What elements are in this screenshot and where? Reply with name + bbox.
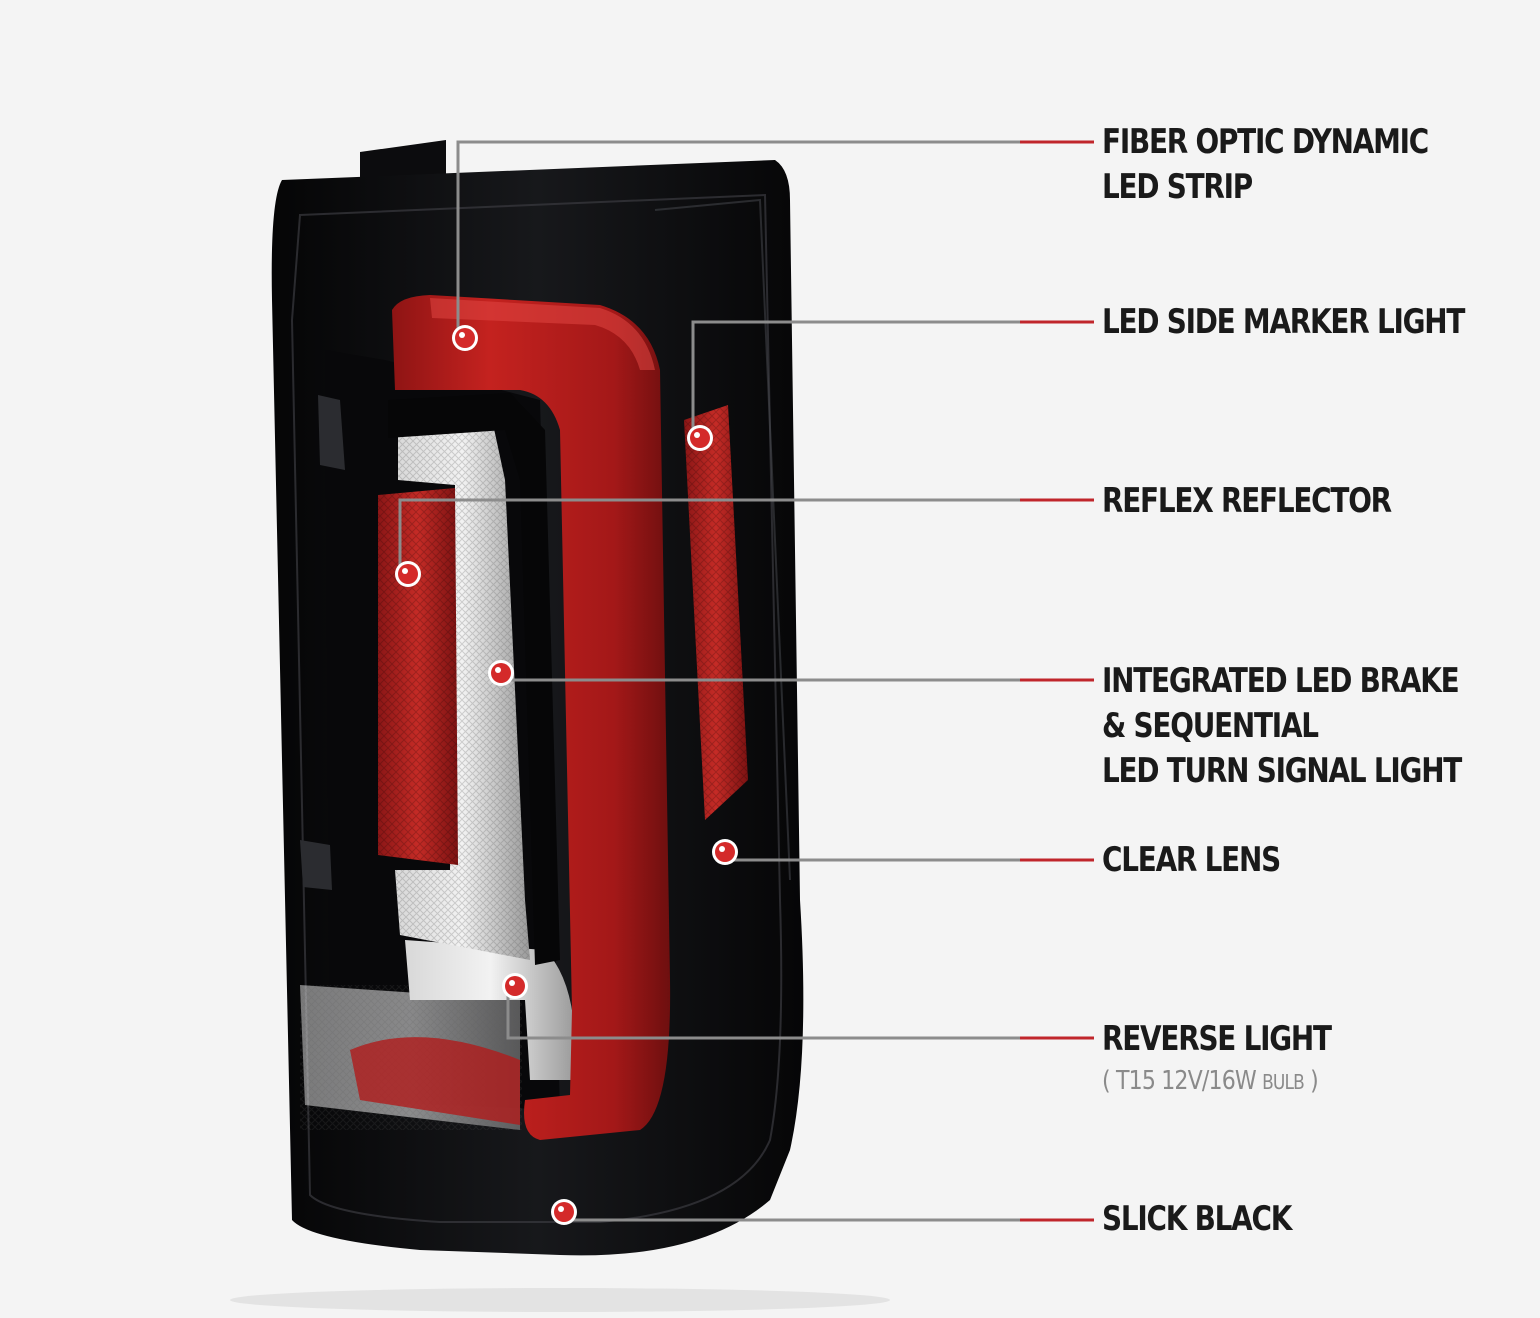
label-line: & SEQUENTIAL bbox=[1102, 706, 1319, 746]
callout-dots bbox=[395, 325, 738, 1225]
spec-unit: BULB bbox=[1262, 1070, 1305, 1094]
label-line: INTEGRATED LED BRAKE bbox=[1102, 661, 1460, 701]
label-integrated-led-brake: INTEGRATED LED BRAKE & SEQUENTIAL LED TU… bbox=[1102, 659, 1462, 794]
dot-black bbox=[551, 1199, 577, 1225]
label-led-side-marker-light: LED SIDE MARKER LIGHT bbox=[1102, 300, 1465, 345]
label-line: FIBER OPTIC DYNAMIC bbox=[1102, 122, 1429, 162]
label-line: REFLEX REFLECTOR bbox=[1102, 481, 1392, 521]
dot-fiber bbox=[452, 325, 478, 351]
label-line: CLEAR LENS bbox=[1102, 840, 1281, 880]
label-line: REVERSE LIGHT bbox=[1102, 1019, 1332, 1059]
label-line: LED SIDE MARKER LIGHT bbox=[1102, 302, 1465, 342]
dot-lens bbox=[712, 839, 738, 865]
dot-reverse bbox=[502, 973, 528, 999]
label-slick-black: SLICK BLACK bbox=[1102, 1197, 1292, 1242]
label-fiber-optic-led-strip: FIBER OPTIC DYNAMIC LED STRIP bbox=[1102, 120, 1429, 210]
label-line: SLICK BLACK bbox=[1102, 1199, 1292, 1239]
dot-marker bbox=[687, 425, 713, 451]
label-reverse-light: REVERSE LIGHT bbox=[1102, 1017, 1332, 1062]
spec-value: T15 12V/16W bbox=[1115, 1066, 1257, 1096]
fiber-led-strip bbox=[392, 295, 671, 1140]
label-reflex-reflector: REFLEX REFLECTOR bbox=[1102, 479, 1392, 524]
label-line: LED STRIP bbox=[1102, 167, 1253, 207]
label-clear-lens: CLEAR LENS bbox=[1102, 838, 1281, 883]
leader-line-accents bbox=[1020, 140, 1094, 1222]
reverse-light-bulb-spec: ( T15 12V/16W BULB ) bbox=[1102, 1064, 1319, 1099]
spec-open-paren: ( bbox=[1102, 1066, 1111, 1096]
dot-brake bbox=[488, 660, 514, 686]
spec-close-paren: ) bbox=[1310, 1066, 1319, 1096]
label-line: LED TURN SIGNAL LIGHT bbox=[1102, 751, 1462, 791]
dot-reflector bbox=[395, 561, 421, 587]
